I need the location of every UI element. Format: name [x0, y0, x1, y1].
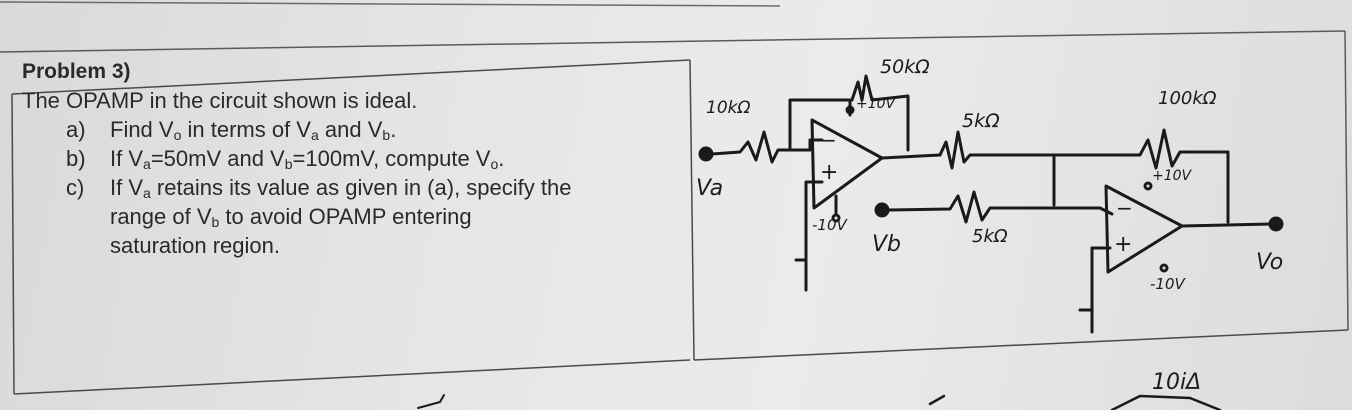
problem-title: Problem 3): [22, 60, 131, 83]
label-plus-1: +: [820, 160, 839, 185]
item-b-marker: b): [66, 146, 86, 171]
item-a-text: Find Vo in terms of Va and Vb.: [110, 117, 397, 143]
label-supply-pos-1: +10V: [856, 96, 896, 112]
vo-terminal: [1268, 216, 1284, 232]
label-input-b: Vb: [872, 232, 902, 257]
label-supply-pos-2: +10V: [1152, 168, 1192, 184]
page-note: 10iΔ: [1152, 370, 1202, 395]
label-r-feedback2: 100kΩ: [1158, 88, 1217, 109]
item-c-line3: saturation region.: [110, 233, 280, 258]
label-r-mid: 5kΩ: [962, 110, 1000, 132]
label-minus-2: −: [1116, 196, 1133, 220]
vb-terminal: [874, 202, 890, 218]
item-a-marker: a): [66, 117, 86, 142]
resistor-10k: [710, 130, 792, 164]
va-terminal: [698, 146, 714, 162]
problem-intro: The OPAMP in the circuit shown is ideal.: [22, 88, 418, 113]
item-b-text: If Va=50mV and Vb=100mV, compute Vo.: [110, 146, 505, 172]
label-r-in: 10kΩ: [706, 98, 751, 118]
label-supply-neg-1: -10V: [812, 216, 847, 234]
label-plus-2: +: [1114, 232, 1133, 257]
item-c-line2: range of Vb to avoid OPAMP entering: [110, 204, 472, 230]
resistor-5k-mid: [938, 130, 1056, 170]
item-c-marker: c): [66, 175, 85, 200]
opamp-1: [810, 118, 884, 210]
opamp-2: [1104, 184, 1184, 274]
label-input-a: Va: [696, 176, 724, 201]
label-r-feedback: 50kΩ: [880, 56, 930, 78]
label-supply-neg-2: -10V: [1150, 275, 1185, 293]
item-c-line1: If Va retains its value as given in (a),…: [110, 175, 572, 201]
resistor-50k: [850, 74, 910, 152]
label-minus-1: −: [820, 128, 837, 152]
label-r-b: 5kΩ: [972, 226, 1008, 247]
resistor-5k-b: [886, 190, 1114, 224]
label-output: Vo: [1256, 250, 1284, 275]
